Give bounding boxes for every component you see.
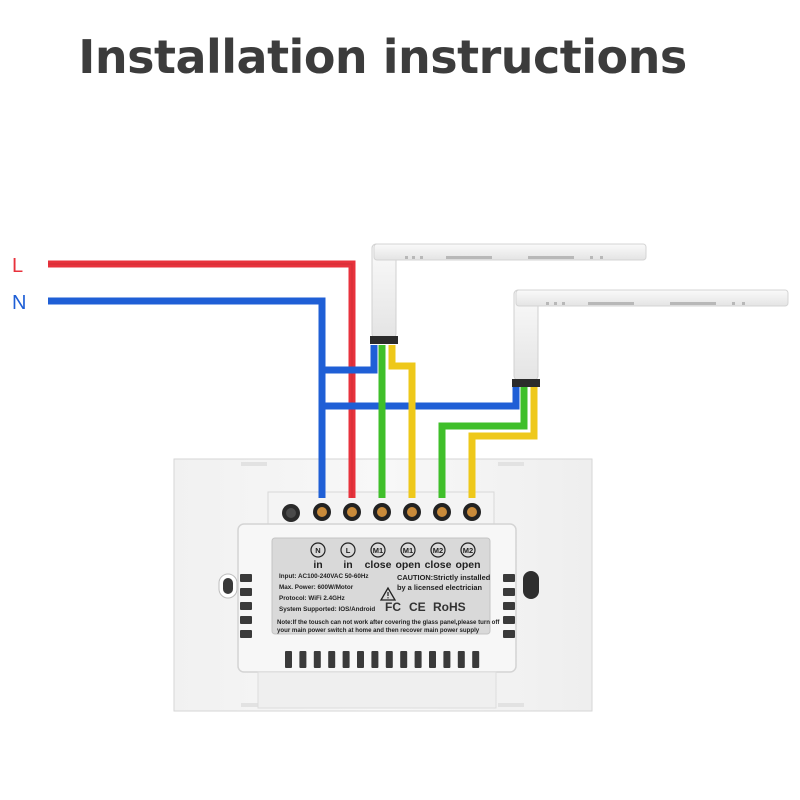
terminal-2 (343, 503, 361, 521)
wire-neutral (48, 297, 520, 498)
wire-m2-close (438, 387, 528, 498)
label-live: L (12, 255, 23, 277)
vent-slot (472, 651, 480, 668)
label-neutral: N (12, 292, 26, 314)
vent-slot (313, 651, 321, 668)
bottom-vents (285, 651, 480, 668)
terminal-label-6: open (455, 559, 480, 571)
terminal-label-5: close (425, 559, 452, 571)
rohs-mark: RoHS (433, 600, 466, 614)
fc-mark: FC (385, 600, 401, 614)
svg-text:FC: FC (385, 600, 401, 614)
vent-slot (285, 651, 292, 668)
terminal-4 (403, 503, 421, 521)
terminal-marker-2: Lin (340, 542, 356, 571)
terminal-block (313, 503, 481, 521)
vent-slot (457, 651, 465, 668)
terminal-symbol-2: L (346, 546, 351, 555)
terminal-marker-4: M1 open (395, 542, 421, 571)
terminal-symbol-5: M2 (433, 546, 443, 555)
right-mount-slot (523, 571, 539, 599)
spec-power: Max. Power: 600W/Motor (279, 584, 354, 591)
ce-mark: CE (409, 600, 426, 614)
terminal-label-2: in (343, 559, 352, 571)
terminal-6 (463, 503, 481, 521)
spec-protocol: Protocol: WiFi 2.4GHz (279, 595, 345, 602)
caution-line-2: by a licensed electrician (397, 583, 483, 592)
vent-slot (328, 651, 336, 668)
terminal-marker-6: M2 open (455, 542, 481, 571)
caution-line-1: CAUTION:Strictly installed (397, 573, 491, 582)
note-line-2: your main power switch at home and then … (277, 627, 480, 634)
svg-text:CE: CE (409, 600, 426, 614)
terminal-symbol-1: N (315, 546, 320, 555)
terminal-label-4: open (395, 559, 420, 571)
wire-live-outline (48, 263, 353, 498)
terminal-marker-5: M2 close (425, 542, 452, 571)
terminal-5 (433, 503, 451, 521)
terminal-symbol-3: M1 (373, 546, 383, 555)
terminal-label-1: in (313, 559, 322, 571)
vent-slot (443, 651, 451, 668)
terminal-label-3: close (365, 559, 392, 571)
vent-slot (371, 651, 379, 668)
vent-slot (385, 651, 393, 668)
warning-icon (379, 586, 397, 601)
vent-slot (414, 651, 422, 668)
terminal-symbol-6: M2 (463, 546, 473, 555)
side-vents (240, 574, 515, 638)
wire-live (48, 260, 356, 498)
spec-label-sticker (271, 537, 491, 635)
note-line-1: Note:If the tousch can not work after co… (277, 619, 500, 626)
terminal-marker-1: Nin (310, 542, 326, 571)
terminal-1 (313, 503, 331, 521)
page-title: Installation instructions (78, 30, 687, 84)
curtain-motor-2 (512, 289, 789, 387)
vent-slot (429, 651, 436, 668)
spec-system: System Supported: IOS/Android (279, 606, 375, 613)
spec-input: Input: AC100-240VAC 50-60Hz (279, 573, 369, 580)
vent-slot (400, 651, 408, 668)
screw-icon (282, 504, 300, 522)
wire-m2-open (468, 387, 538, 498)
wire-live-path (48, 260, 356, 498)
vent-slot (299, 651, 307, 668)
curtain-motor-1 (370, 243, 647, 344)
terminal-symbol-4: M1 (403, 546, 413, 555)
vent-slot (357, 651, 364, 668)
wire-m1-open (388, 345, 416, 498)
terminal-3 (373, 503, 391, 521)
terminal-marker-3: M1 close (365, 542, 392, 571)
vent-slot (342, 651, 350, 668)
left-mount-slot-hole (223, 578, 233, 594)
